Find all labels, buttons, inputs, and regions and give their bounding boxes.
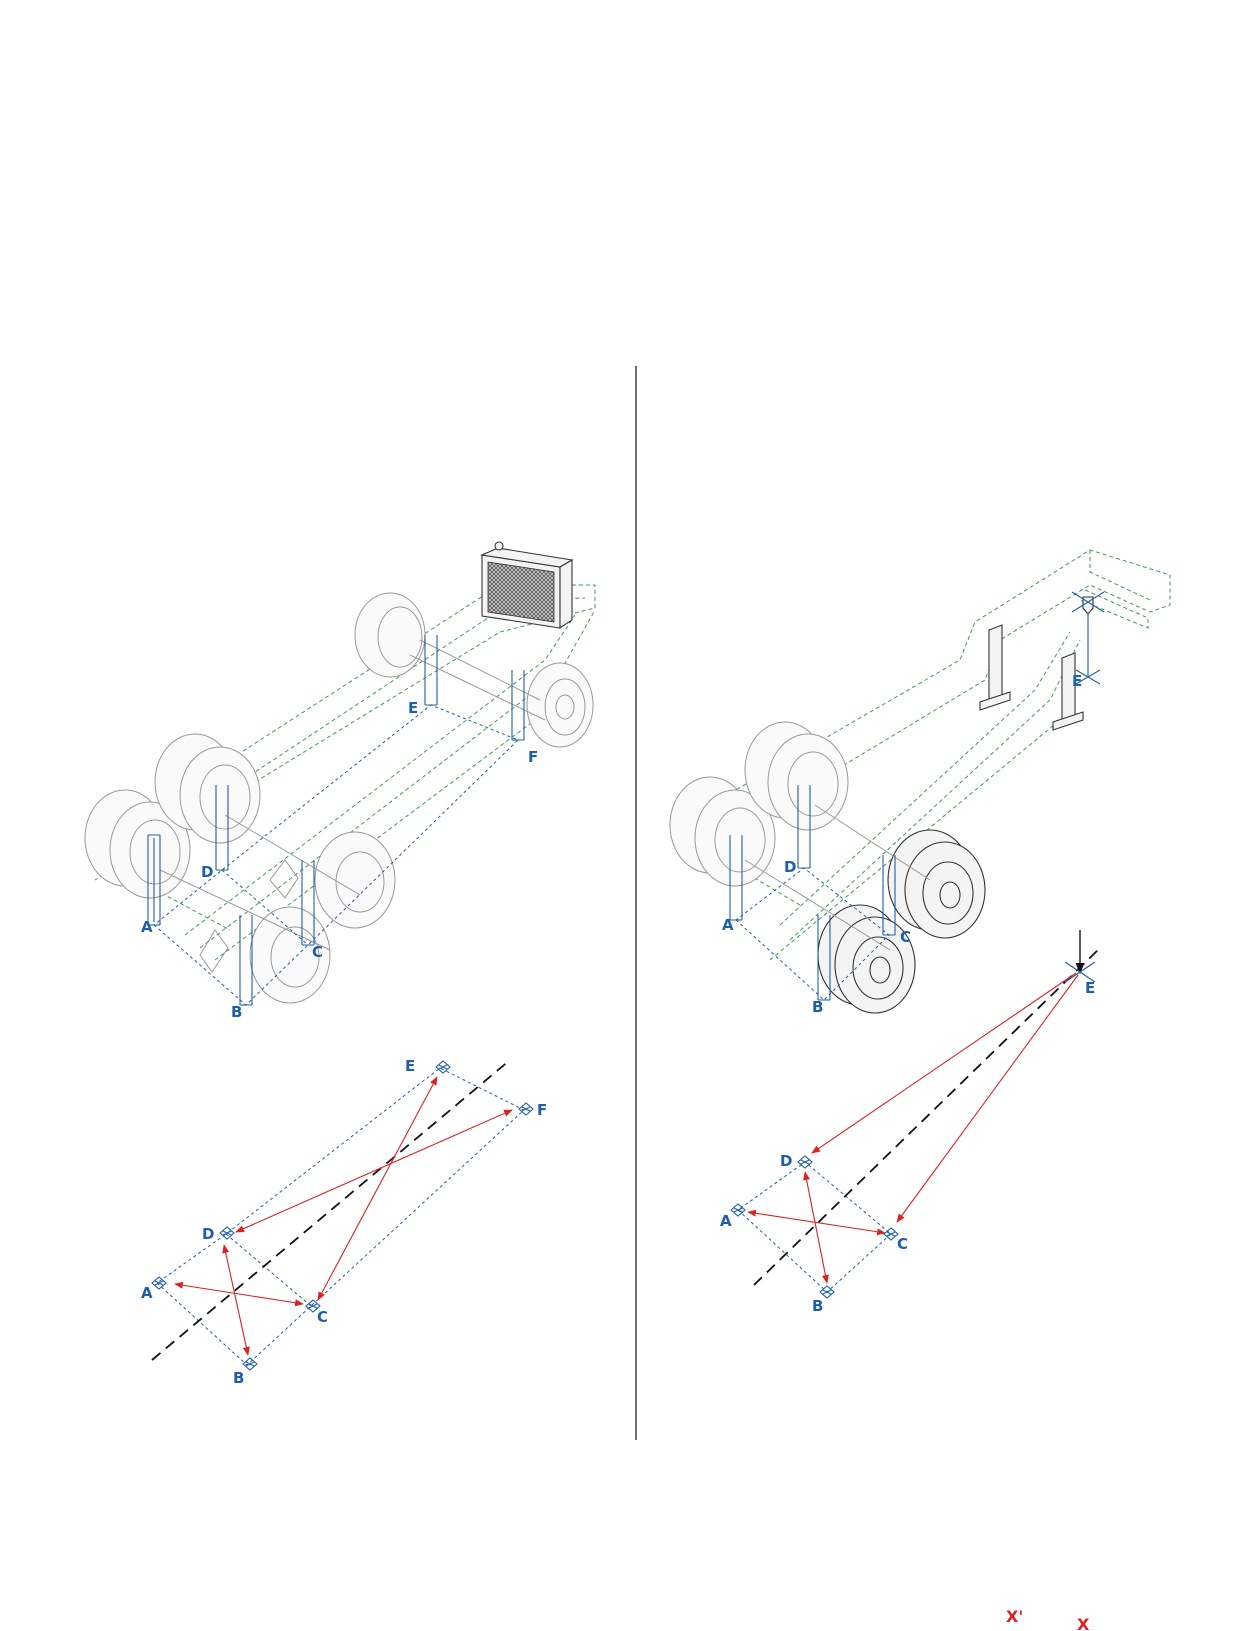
plan-label-a: A [141, 1284, 153, 1302]
rlabel-d: D [784, 858, 796, 876]
rplan-label-e: E [1085, 979, 1095, 997]
rplan-label-b: B [812, 1297, 823, 1315]
left-view-reference-lines [153, 704, 519, 1006]
label-d: D [201, 863, 213, 881]
diagonal-e-d [811, 972, 1077, 1154]
x-prime-label: X' [1006, 1607, 1023, 1626]
rlabel-a: A [722, 916, 734, 934]
rstand-b [817, 915, 831, 1001]
plan-label-c: C [317, 1308, 328, 1326]
marker-a [151, 1276, 167, 1290]
rplan-label-d: D [780, 1152, 792, 1170]
rlabel-b: B [812, 998, 823, 1016]
label-c: C [312, 943, 323, 961]
left-plan-diagram: A B C D E F [141, 1057, 547, 1387]
trailer-frame [669, 549, 1171, 961]
left-view-labels: A B C D E F [141, 699, 538, 1021]
radiator [480, 541, 574, 630]
centerline [151, 1059, 511, 1361]
pin-marker [1064, 961, 1096, 983]
rlabel-c: C [900, 928, 911, 946]
right-view-reference-lines [735, 867, 890, 1001]
right-centerline [753, 947, 1101, 1286]
marker-b [242, 1357, 258, 1371]
rmarker-b [819, 1285, 835, 1299]
marker-d [219, 1226, 235, 1240]
rplan-label-a: A [720, 1212, 732, 1230]
plan-label-b: B [233, 1369, 244, 1387]
left-plan-markers [151, 1060, 534, 1371]
label-e: E [408, 699, 418, 717]
left-plan-labels: A B C D E F [141, 1057, 547, 1387]
label-b: B [231, 1003, 242, 1021]
diagonal-c-e [317, 1076, 438, 1301]
stand-a [147, 834, 161, 926]
rmarker-c [883, 1227, 899, 1241]
marker-c [305, 1299, 321, 1313]
landing-gear [979, 624, 1084, 731]
rplan-label-c: C [897, 1235, 908, 1253]
diagonal-d-b [222, 1244, 250, 1356]
marker-e [435, 1060, 451, 1074]
plan-label-e: E [405, 1057, 415, 1075]
right-trailer-view: A B C D E [669, 549, 1171, 1016]
label-f: F [528, 748, 538, 766]
rmarker-d [797, 1155, 813, 1169]
diagonal-e-c [896, 974, 1079, 1223]
label-a: A [141, 918, 153, 936]
diagonal-d-b-r [803, 1171, 829, 1284]
left-truck-view: A B C D E F [84, 541, 596, 1021]
x-label: X [1077, 1615, 1090, 1631]
front-wheels [354, 592, 594, 748]
trailer-wheels [669, 721, 986, 1014]
rmarker-a [730, 1203, 746, 1217]
plan-label-d: D [202, 1225, 214, 1243]
right-plan-markers [730, 1155, 899, 1299]
marker-f [518, 1102, 534, 1116]
plan-label-f: F [537, 1101, 547, 1119]
rear-wheels [84, 733, 396, 1004]
left-stands [147, 635, 525, 1006]
right-plan-diagram: A B C D E [720, 930, 1101, 1315]
king-pin [1071, 591, 1105, 685]
right-view-labels: A B C D E [722, 672, 1082, 1016]
right-plan-labels: A B C D E [720, 979, 1095, 1315]
diagonal-d-f [235, 1109, 513, 1233]
stand-f [511, 670, 525, 741]
rlabel-e: E [1072, 672, 1082, 690]
